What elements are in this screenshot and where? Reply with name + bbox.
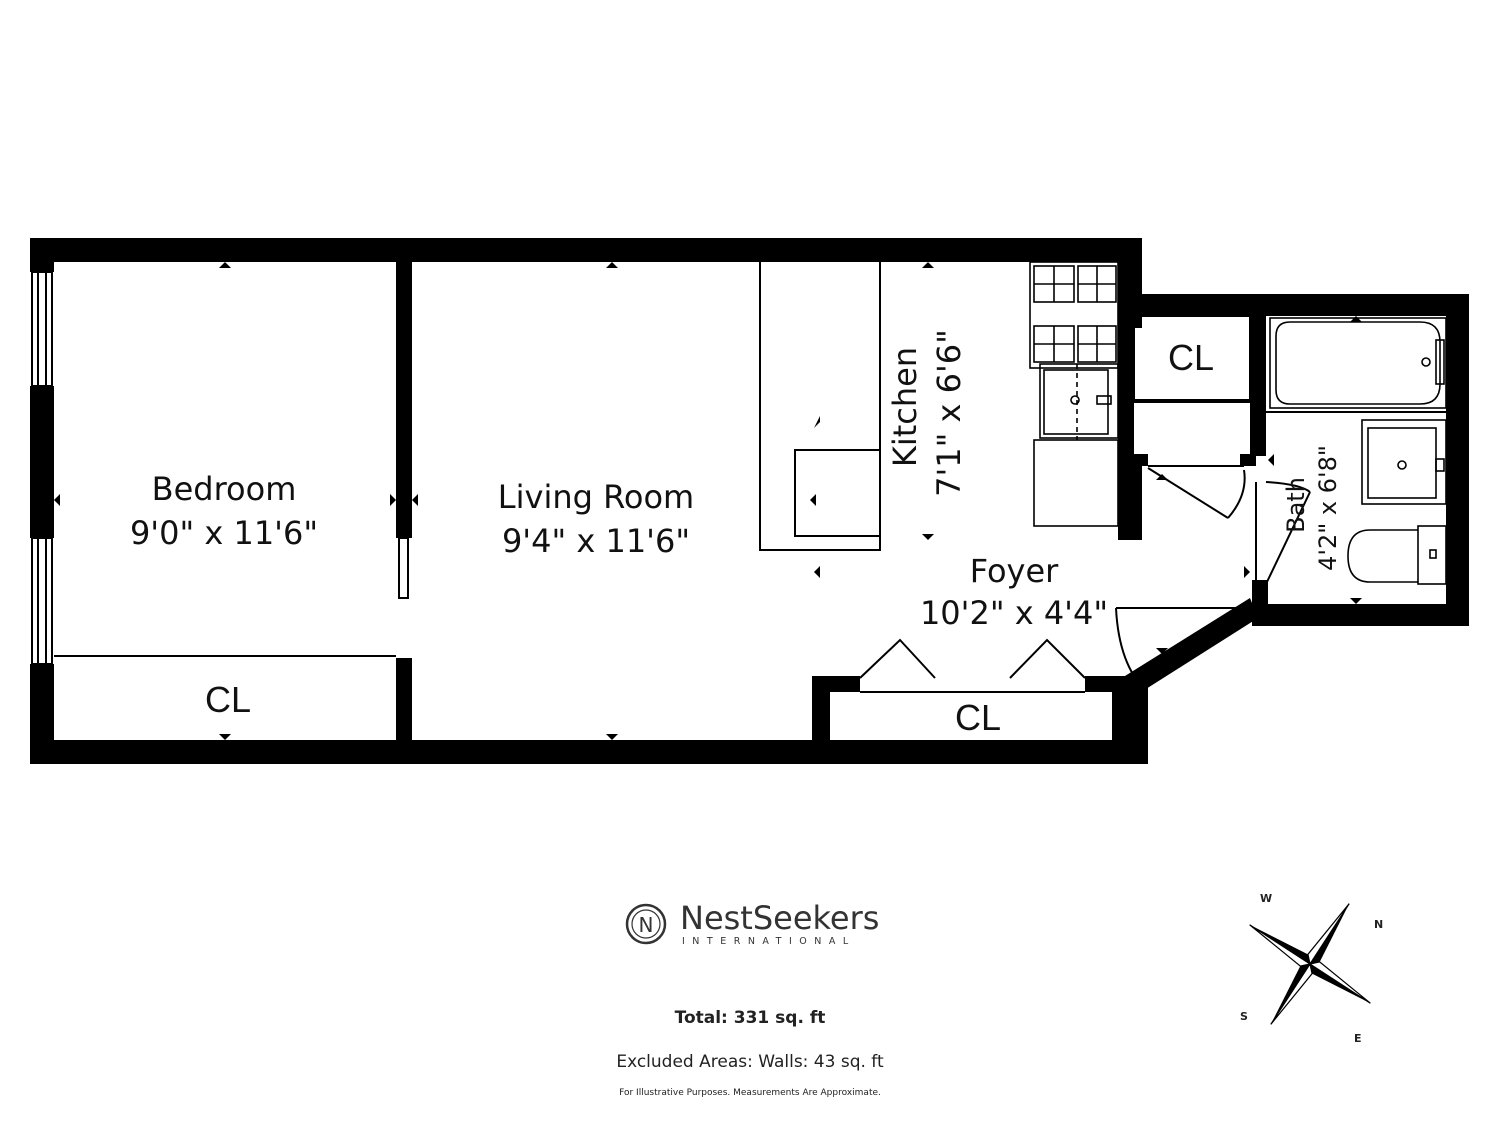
hall-closet-label: CL	[1168, 337, 1214, 378]
bedroom-dims: 9'0" x 11'6"	[130, 514, 318, 552]
living-room-dims: 9'4" x 11'6"	[502, 522, 690, 560]
bath-sink	[1361, 419, 1447, 505]
logo-subtitle: INTERNATIONAL	[682, 936, 856, 947]
logo-name: NestSeekers	[680, 899, 879, 937]
bathtub	[1269, 317, 1447, 409]
bath-dims: 4'2" x 6'8"	[1314, 445, 1342, 571]
toilet	[1347, 525, 1447, 585]
interior-lines	[54, 262, 1446, 693]
living-room-name: Living Room	[498, 478, 694, 516]
bedroom-name: Bedroom	[152, 470, 297, 508]
kitchen-dims: 7'1" x 6'6"	[930, 329, 968, 497]
logo-mark: N	[639, 913, 654, 937]
walls	[30, 238, 1469, 764]
foyer-name: Foyer	[970, 552, 1059, 590]
compass-e: E	[1354, 1032, 1362, 1044]
compass-rose: W N S E	[1240, 892, 1383, 1044]
compass-n: N	[1374, 918, 1383, 931]
bath-name: Bath	[1282, 477, 1310, 533]
excluded-area: Excluded Areas: Walls: 43 sq. ft	[616, 1052, 884, 1072]
foyer-dims: 10'2" x 4'4"	[920, 594, 1108, 632]
compass-s: S	[1240, 1010, 1248, 1023]
disclaimer: For Illustrative Purposes. Measurements …	[619, 1088, 881, 1098]
windows	[31, 271, 409, 665]
kitchen-sink	[1033, 363, 1119, 527]
kitchen-name: Kitchen	[886, 347, 924, 467]
stove	[1029, 261, 1119, 369]
nestseekers-logo: N NestSeekers INTERNATIONAL	[625, 899, 879, 947]
measure-ticks	[54, 262, 1362, 740]
foyer-closet-label: CL	[955, 697, 1001, 738]
total-area: Total: 331 sq. ft	[674, 1008, 826, 1028]
bedroom-closet-label: CL	[205, 679, 251, 720]
compass-w: W	[1260, 892, 1272, 905]
